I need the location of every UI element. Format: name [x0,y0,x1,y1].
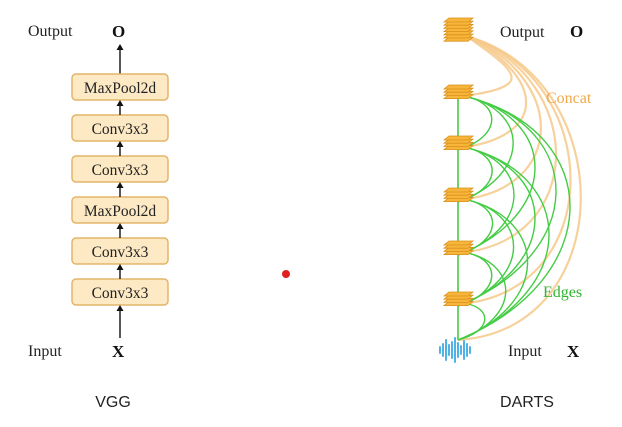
concat-edge [457,35,513,99]
vgg-layer-block: MaxPool2d [71,73,169,101]
vgg-arrow [116,100,124,115]
darts-nodes [442,17,475,306]
vgg-output-label: Output [28,23,73,40]
vgg-input-symbol: X [112,342,125,361]
vgg-layer-block: Conv3x3 [71,114,169,142]
vgg-layer-label: Conv3x3 [92,285,149,302]
darts-output-symbol: O [570,22,583,41]
vgg-arrow [116,182,124,197]
operation-edge [457,147,550,341]
operation-edge [457,96,536,256]
darts-input-label: Input [508,343,542,360]
operation-edge [457,147,536,307]
operation-edge [457,96,557,307]
vgg-diagram: Output O MaxPool2dConv3x3Conv3x3MaxPool2… [28,22,169,411]
vgg-layer-block: MaxPool2d [71,196,169,224]
vgg-layer-label: MaxPool2d [84,80,157,97]
vgg-arrow-from-input [116,305,124,338]
darts-caption: DARTS [500,394,554,411]
darts-node-icon [442,291,475,306]
vgg-input-label: Input [28,343,62,360]
vgg-caption: VGG [95,394,131,411]
vgg-layer-label: MaxPool2d [84,203,157,220]
operation-edge [457,96,514,203]
vgg-layer-block: Conv3x3 [71,278,169,306]
darts-node-icon [442,84,475,99]
darts-output-label: Output [500,24,545,41]
vgg-layer-label: Conv3x3 [92,244,149,261]
vgg-layer-label: Conv3x3 [92,162,149,179]
vgg-arrow-to-output [116,44,124,74]
concat-edge [457,34,572,306]
darts-input-symbol: X [567,342,580,361]
darts-concat-edges [457,34,582,342]
vgg-layer-block: Conv3x3 [71,155,169,183]
darts-node-icon [442,240,475,255]
darts-output-node-icon [442,17,475,42]
concat-edge [457,34,542,202]
concat-edge [457,34,582,342]
darts-edges-label: Edges [543,284,582,301]
concat-edge [457,35,528,150]
darts-concat-label: Concat [546,90,592,107]
vgg-layer-label: Conv3x3 [92,121,149,138]
vgg-layer-block: Conv3x3 [71,237,169,265]
vgg-layer-stack: MaxPool2dConv3x3Conv3x3MaxPool2dConv3x3C… [71,44,169,338]
darts-node-icon [442,187,475,202]
vgg-output-symbol: O [112,22,125,41]
darts-diagram: Output O Concat Edges Input X DARTS [439,17,592,411]
red-marker-dot [282,270,290,278]
input-waveform-icon [439,337,471,363]
operation-edge [457,96,571,341]
darts-node-icon [442,135,475,150]
vgg-arrow [116,141,124,156]
vgg-arrow [116,264,124,279]
vgg-arrow [116,223,124,238]
